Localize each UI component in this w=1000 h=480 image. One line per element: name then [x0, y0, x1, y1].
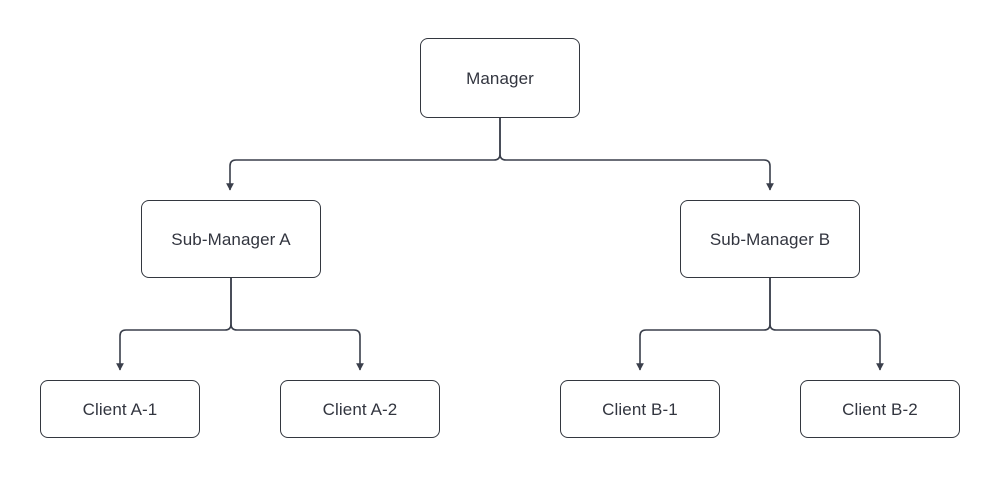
node-sub-manager-b[interactable]: Sub-Manager B	[680, 200, 860, 278]
edge-sub-manager-b-to-client-b-1	[636, 278, 771, 371]
node-sub-manager-a[interactable]: Sub-Manager A	[141, 200, 321, 278]
edge-sub-manager-a-to-client-a-2	[230, 278, 364, 371]
node-client-a-2[interactable]: Client A-2	[280, 380, 440, 438]
edge-sub-manager-a-to-client-a-1	[116, 278, 232, 371]
node-manager[interactable]: Manager	[420, 38, 580, 118]
node-client-b-1[interactable]: Client B-1	[560, 380, 720, 438]
edge-manager-to-sub-manager-a	[226, 118, 501, 191]
node-client-b-2[interactable]: Client B-2	[800, 380, 960, 438]
node-client-a-1[interactable]: Client A-1	[40, 380, 200, 438]
edge-manager-to-sub-manager-b	[499, 118, 774, 191]
edge-sub-manager-b-to-client-b-2	[769, 278, 884, 371]
